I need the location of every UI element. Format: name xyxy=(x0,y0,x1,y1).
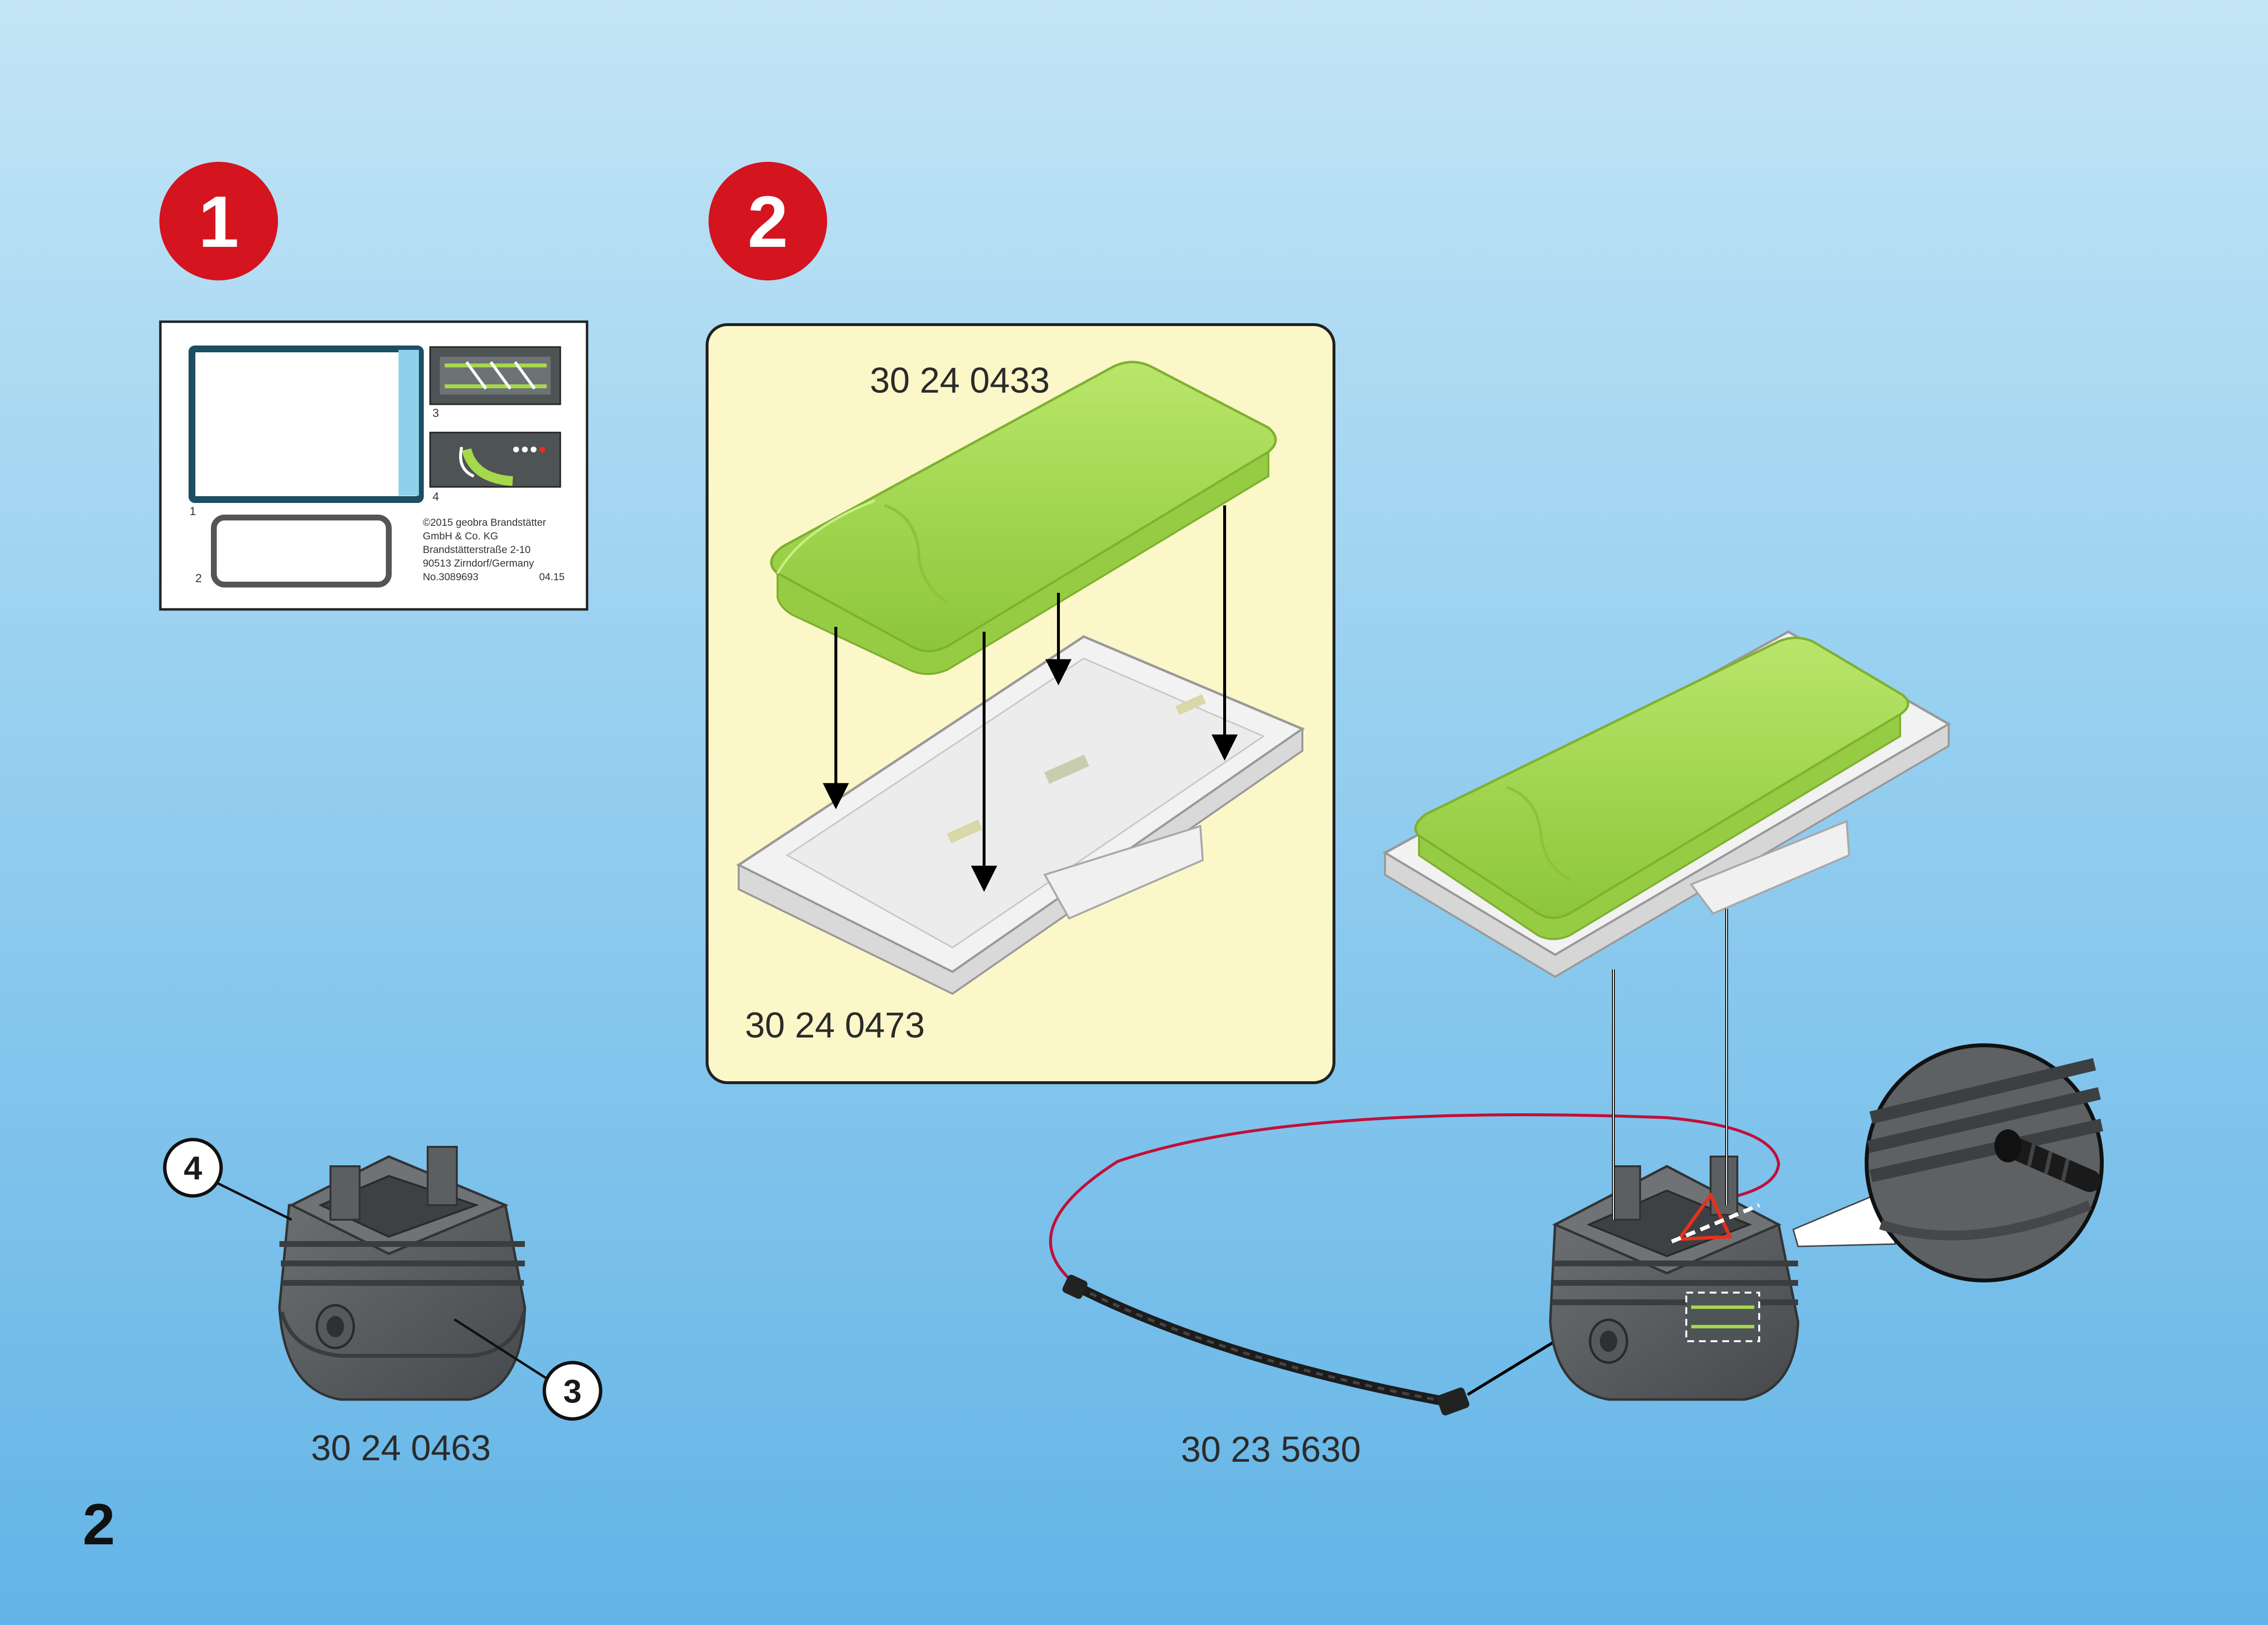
sticker-label-1: 1 xyxy=(190,505,196,518)
sticker-1-edge xyxy=(398,350,419,496)
step-2-number: 2 xyxy=(747,181,788,262)
callout-3-number: 3 xyxy=(563,1373,582,1410)
sticker-label-2: 2 xyxy=(195,572,202,585)
part-number-mattress: 30 24 0433 xyxy=(870,360,1050,400)
sticker-3-stripes xyxy=(430,347,560,404)
copyright-line-2: GmbH & Co. KG xyxy=(423,531,498,542)
part-number-frame: 30 24 0473 xyxy=(745,1005,925,1045)
part-number-cable: 30 23 5630 xyxy=(1181,1429,1361,1469)
detail-magnifier xyxy=(1793,1045,2102,1280)
copyright-date: 04.15 xyxy=(539,571,565,583)
part-number-base: 30 24 0463 xyxy=(311,1428,491,1468)
sticker-label-3: 3 xyxy=(433,407,439,420)
page-number: 2 xyxy=(83,1492,115,1557)
sticker-4-panel xyxy=(430,432,560,487)
sticker-2-frame xyxy=(214,518,389,585)
base-part-right xyxy=(1550,909,1798,1400)
sticker-label-4: 4 xyxy=(433,490,439,503)
assembled-bed xyxy=(1385,632,1949,977)
copyright-line-3: Brandstätterstraße 2-10 xyxy=(423,544,531,555)
copyright-line-1: ©2015 geobra Brandstätter xyxy=(423,517,546,528)
sticker-sheet: 1 2 3 4 ©2015 geobra Brandstätter GmbH &… xyxy=(160,322,587,609)
step-1-number: 1 xyxy=(198,181,239,262)
copyright-line-5: No.3089693 xyxy=(423,571,478,583)
callout-4-number: 4 xyxy=(184,1150,202,1187)
step-2-badge: 2 xyxy=(709,162,827,280)
placed-sticker-3 xyxy=(1686,1293,1759,1341)
step-1-badge: 1 xyxy=(159,162,278,280)
sticker-1-window xyxy=(192,349,420,500)
copyright-line-4: 90513 Zirndorf/Germany xyxy=(423,558,534,569)
callout-4: 4 xyxy=(165,1140,292,1220)
assembly-panel: 30 24 0433 30 24 0473 xyxy=(707,325,1334,1083)
base-part-left xyxy=(279,1147,525,1400)
